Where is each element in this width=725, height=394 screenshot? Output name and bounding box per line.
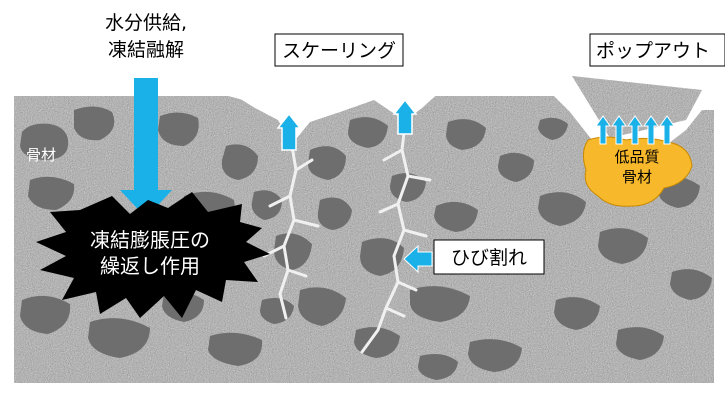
scaling-label-box (274, 33, 404, 67)
water-supply-arrow (120, 78, 172, 218)
popout-label-box (589, 33, 725, 67)
water-supply-label: 水分供給, (105, 12, 187, 34)
scaling-arrow-left (276, 112, 302, 151)
popout-label: ポップアウト (596, 40, 710, 62)
popout-arrows (595, 115, 675, 145)
low-quality-aggregate (582, 136, 693, 207)
pressure-label-line1: 凍結膨脹圧の (90, 228, 210, 252)
scaling-label: スケーリング (282, 40, 396, 62)
crack-arrow (403, 244, 433, 274)
pressure-burst (36, 192, 270, 318)
low-quality-label-line1: 低品質 (614, 148, 659, 166)
scaling-arrow-right (392, 98, 418, 135)
crack-lines (262, 122, 432, 354)
low-quality-label-line2: 骨材 (622, 168, 652, 186)
pressure-label-line2: 繰返し作用 (100, 254, 200, 278)
aggregates (20, 106, 712, 380)
crack-label: ひび割れ (451, 247, 527, 269)
crack-label-box (433, 239, 545, 275)
freeze-thaw-label: 凍結融解 (108, 39, 184, 61)
aggregate-label: 骨材 (26, 146, 56, 164)
